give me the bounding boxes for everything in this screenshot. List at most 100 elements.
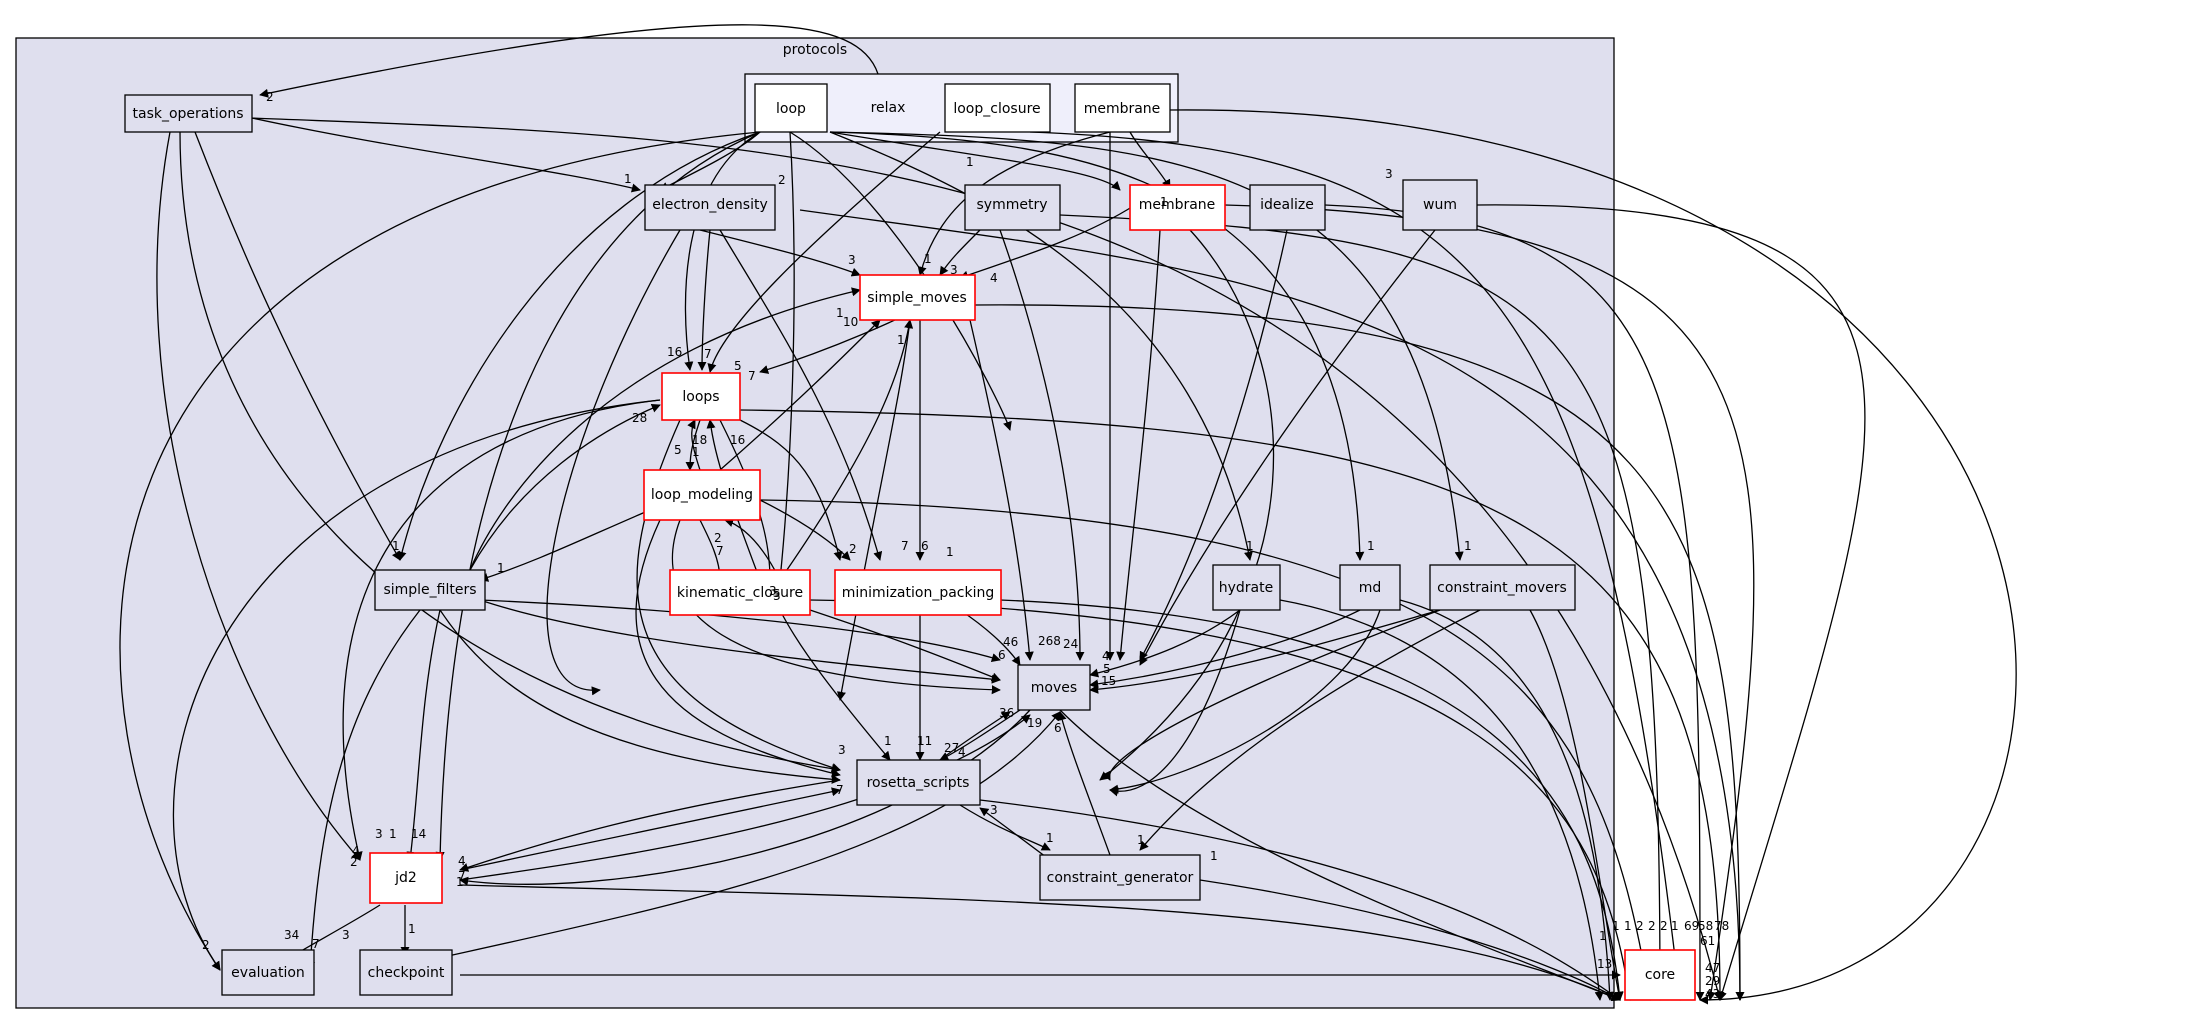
node-evaluation[interactable]: evaluation (221, 949, 315, 996)
node-jd2[interactable]: jd2 (369, 852, 443, 904)
node-constraint-generator[interactable]: constraint_generator (1039, 854, 1201, 901)
edge-cg-rosetta (979, 807, 1051, 861)
edge-simplemoves-core (974, 304, 1745, 1001)
node-moves[interactable]: moves (1017, 664, 1091, 711)
edge-simplemoves-moves2 (969, 319, 1034, 661)
node-kinematic-closure[interactable]: kinematic_closure (669, 569, 811, 616)
edge-label: 58 (1698, 919, 1713, 933)
node-kinematic-closure-label: kinematic_closure (677, 585, 803, 601)
edge-label: 1 (1612, 919, 1620, 933)
node-checkpoint[interactable]: checkpoint (359, 949, 453, 996)
edge-label: 6 (1054, 721, 1062, 735)
node-md-label: md (1359, 580, 1382, 596)
edge-loopmodeling-rosetta (635, 519, 841, 778)
edge-simplemoves-moves (836, 319, 911, 701)
node-loop-modeling-label: loop_modeling (651, 487, 753, 503)
edge-cmovers-rosetta (1102, 609, 1441, 781)
cluster-relax-label[interactable]: relax (871, 100, 906, 116)
edge-loop-kic (776, 131, 795, 581)
edge-idealize-moves (1139, 229, 1288, 661)
node-task-operations[interactable]: task_operations (124, 94, 253, 133)
node-simple-filters[interactable]: simple_filters (374, 569, 486, 611)
edge-checkpoint-moves (429, 711, 1061, 961)
node-loop-closure[interactable]: loop_closure (944, 83, 1051, 133)
edge-label: 7 (458, 869, 466, 883)
edge-cmovers-core (1529, 609, 1623, 1001)
edge-label: 34 (284, 928, 299, 942)
node-loop-label: loop (776, 101, 806, 117)
node-loops[interactable]: loops (661, 372, 741, 421)
edge-jd2-rosetta (459, 787, 841, 871)
edge-label: 19 (1027, 716, 1042, 730)
edge-loop-membrane (829, 131, 1121, 191)
node-rosetta-scripts[interactable]: rosetta_scripts (856, 759, 981, 806)
edge-label: 16 (730, 433, 745, 447)
edge-membrane2-moves (1116, 229, 1161, 661)
edge-kic-simplemoves (779, 319, 914, 581)
node-wum[interactable]: wum (1402, 179, 1478, 231)
edge-label: 1 (456, 875, 464, 889)
node-membrane[interactable]: membrane (1129, 184, 1226, 231)
cluster-protocols-label: protocols (783, 42, 847, 58)
edge-label: 1 (836, 306, 844, 320)
node-electron-density-label: electron_density (652, 197, 768, 213)
edge-electron-simplemoves (699, 229, 861, 277)
node-moves-label: moves (1031, 680, 1077, 696)
node-symmetry[interactable]: symmetry (964, 184, 1061, 231)
edge-label: 4 (958, 745, 966, 759)
edge-label: 1 (884, 734, 892, 748)
edge-label: 1 (1624, 919, 1632, 933)
edge-loopclosure-loops (707, 131, 941, 373)
edge-cmovers-cg (1139, 609, 1481, 851)
cluster-protocols (15, 37, 1615, 1009)
edge-rosetta-jd2 (459, 779, 841, 872)
node-loops-label: loops (682, 389, 719, 405)
node-idealize-label: idealize (1260, 197, 1314, 213)
edge-rosetta-cg (959, 804, 1051, 851)
edge-taskops-core (249, 117, 1723, 1001)
edge-label: 6 (998, 648, 1006, 662)
node-simple-moves[interactable]: simple_moves (859, 274, 976, 321)
edge-label: 18 (692, 433, 707, 447)
node-md[interactable]: md (1339, 564, 1401, 611)
node-wum-label: wum (1423, 197, 1457, 213)
edge-kic-core (809, 599, 1634, 1001)
edge-jd2-core (459, 884, 1621, 1001)
node-symmetry-label: symmetry (977, 197, 1048, 213)
edge-loopmodeling-filters (479, 509, 651, 582)
edge-label: 3 (838, 743, 846, 757)
edge-kic-loopmodeling (724, 518, 781, 581)
edge-label: 2 (1660, 919, 1668, 933)
edge-electron-moves (546, 229, 681, 696)
edge-label: 3 (950, 263, 958, 277)
edge-hydrate-moves (1089, 609, 1241, 678)
node-idealize[interactable]: idealize (1249, 184, 1326, 231)
edge-jd2-moves (459, 714, 1031, 881)
edge-label: 3 (342, 928, 350, 942)
node-electron-density[interactable]: electron_density (644, 184, 776, 231)
node-constraint-movers[interactable]: constraint_movers (1429, 564, 1576, 611)
edge-md-moves (1089, 609, 1361, 689)
edge-label: 2 (778, 173, 786, 187)
node-core[interactable]: core (1624, 949, 1696, 1001)
node-loop-modeling[interactable]: loop_modeling (643, 469, 761, 521)
node-loop[interactable]: loop (754, 83, 828, 133)
edge-label: 2 (849, 542, 857, 556)
edge-membrane-core (1169, 109, 2017, 1005)
node-hydrate[interactable]: hydrate (1212, 564, 1281, 611)
edge-label: 7 (704, 347, 712, 361)
node-simple-filters-label: simple_filters (383, 582, 476, 598)
edge-electron-minpack (719, 229, 883, 561)
node-membrane-sub-label: membrane (1084, 101, 1161, 117)
edge-loopmodeling-core (759, 499, 1654, 1001)
node-minimization-packing[interactable]: minimization_packing (834, 569, 1002, 616)
edge-label: 29 (1705, 974, 1720, 988)
node-task-operations-label: task_operations (133, 106, 244, 122)
edge-label: 7 (312, 937, 320, 951)
edge-label: 1 (389, 827, 397, 841)
node-membrane-sub[interactable]: membrane (1074, 83, 1171, 133)
node-core-label: core (1645, 967, 1675, 983)
edge-label: 1 (624, 172, 632, 186)
edge-cg-core (1199, 879, 1621, 1001)
edge-label: 1 (1137, 833, 1145, 847)
